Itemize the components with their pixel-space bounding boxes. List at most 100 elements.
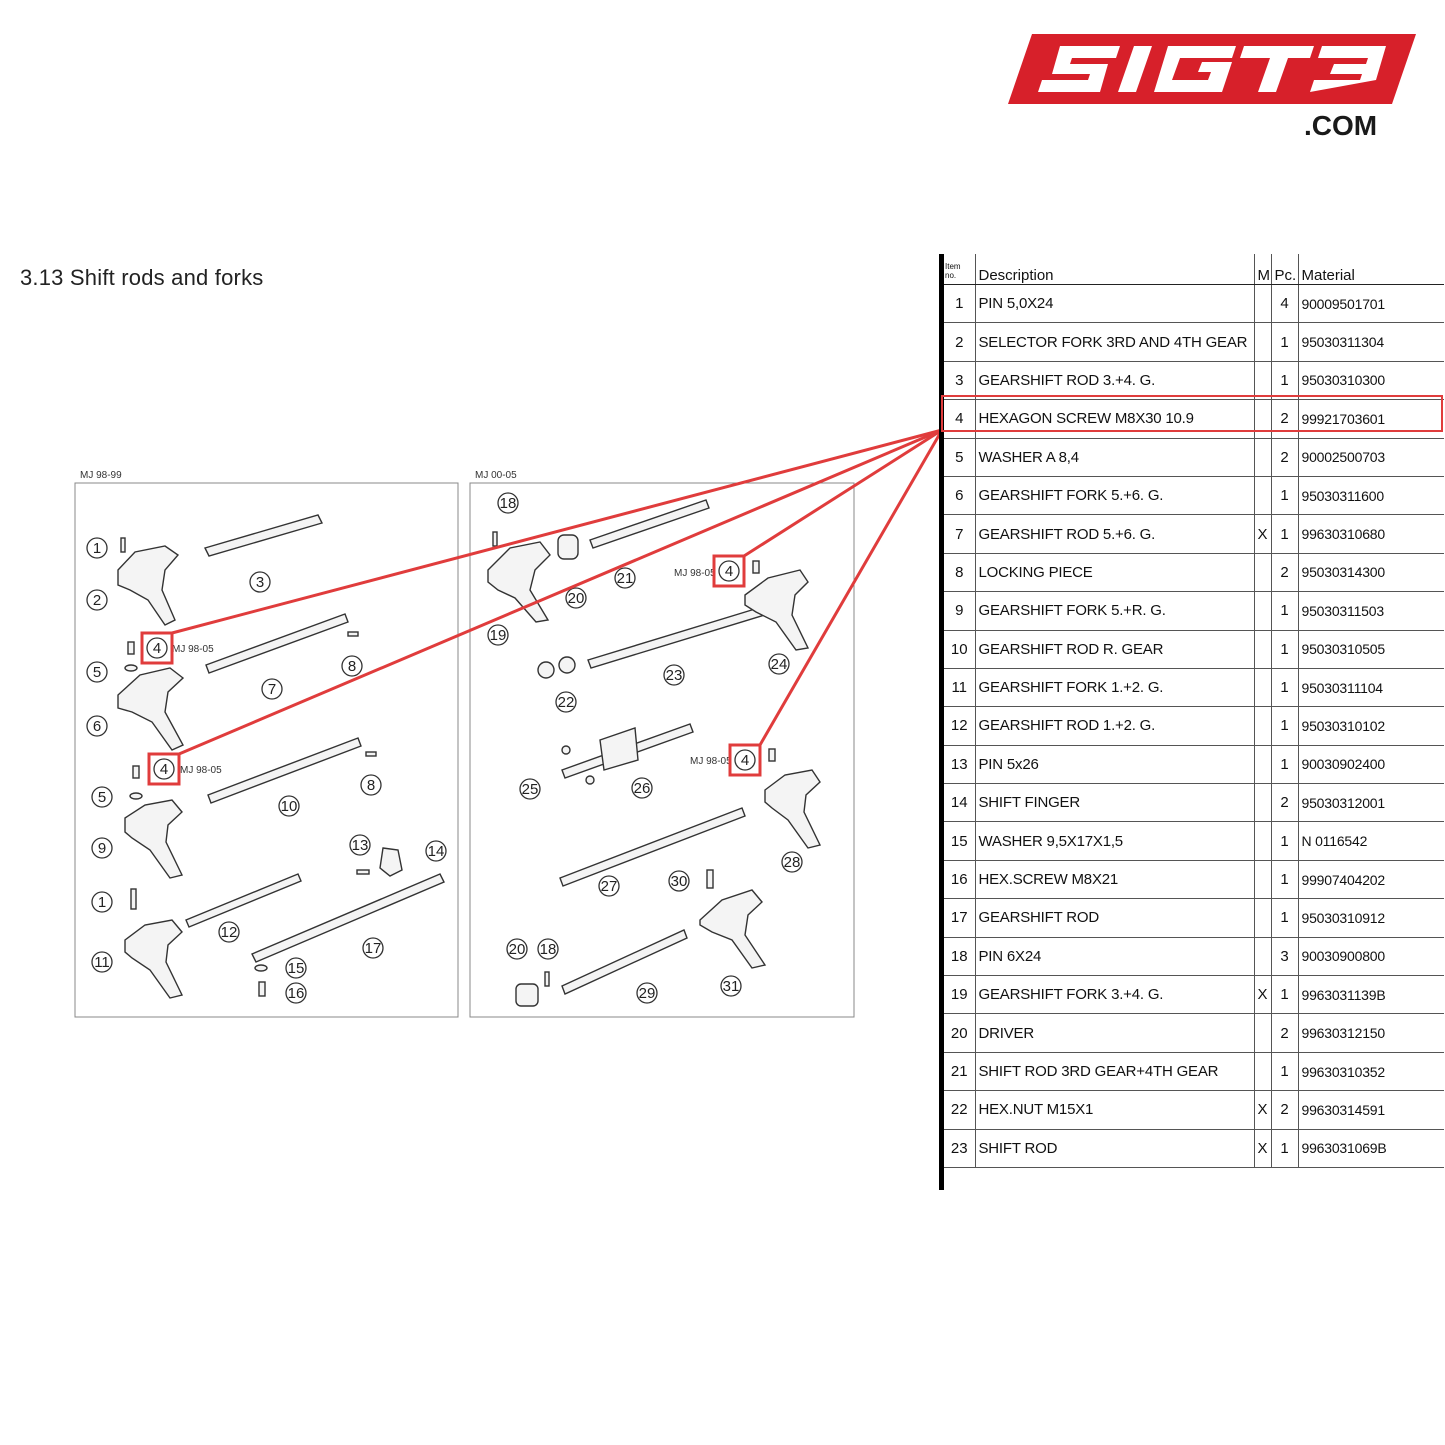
row-material-number: 99630310352 [1298, 1052, 1444, 1092]
callout-number: 5 [98, 789, 106, 806]
part-25 [585, 775, 595, 785]
row-material-number: 95030311104 [1298, 668, 1444, 708]
callout-number: 18 [540, 941, 557, 958]
row-quantity: 2 [1271, 783, 1299, 823]
header-item-no: Item no. [944, 254, 976, 285]
row-m-flag [1254, 630, 1272, 669]
callout-marker: 30 [668, 870, 690, 892]
row-material-number: N 0116542 [1298, 821, 1444, 861]
logo-lettering [1038, 46, 1386, 92]
highlight-box-callout-4 [728, 743, 762, 777]
callout-circle [146, 637, 168, 659]
callout-marker: 6 [86, 715, 108, 737]
panel-mj-00-05 [469, 482, 855, 1018]
callout-number: 17 [365, 940, 382, 957]
row-material-number: 95030314300 [1298, 553, 1444, 593]
callout-marker: 4 [153, 758, 175, 780]
leader-line [742, 428, 944, 558]
row-description: GEARSHIFT ROD 1.+2. G. [975, 706, 1255, 746]
callout-circle [565, 587, 587, 609]
callout-number: 27 [601, 878, 618, 895]
callout-circle [718, 560, 740, 582]
row-material-number: 95030310912 [1298, 898, 1444, 938]
callout-marker: 23 [663, 664, 685, 686]
callout-number: 26 [634, 780, 651, 797]
row-item-no: 9 [944, 591, 976, 631]
callout-marker: 20 [565, 587, 587, 609]
washer-5 [124, 664, 138, 672]
callout-marker: 10 [278, 795, 300, 817]
row-material-number: 99630314591 [1298, 1090, 1444, 1130]
row-description: LOCKING PIECE [975, 553, 1255, 593]
header-description: Description [975, 254, 1255, 285]
row-description: DRIVER [975, 1013, 1255, 1053]
callout-circle [261, 678, 283, 700]
row-description: SHIFT ROD 3RD GEAR+4TH GEAR [975, 1052, 1255, 1092]
row-material-number: 90030900800 [1298, 937, 1444, 977]
callout-circle [425, 840, 447, 862]
row-quantity: 1 [1271, 1052, 1299, 1092]
row-m-flag [1254, 399, 1272, 439]
mj-tag: MJ 98-05 [674, 568, 716, 579]
callout-circle [86, 589, 108, 611]
row-quantity: 1 [1271, 745, 1299, 785]
washer-5 [129, 792, 143, 800]
row-m-flag [1254, 322, 1272, 362]
screw-4 [132, 765, 140, 779]
row-description: GEARSHIFT FORK 5.+6. G. [975, 476, 1255, 516]
row-material-number: 90030902400 [1298, 745, 1444, 785]
callout-number: 4 [160, 761, 168, 778]
callout-marker: 7 [261, 678, 283, 700]
left-panel-parts [117, 514, 445, 999]
pin-18 [492, 531, 498, 547]
callout-marker: 16 [285, 982, 307, 1004]
gearshift-fork-9 [124, 799, 184, 879]
callout-number: 8 [367, 777, 375, 794]
shift-rod-21 [589, 499, 710, 549]
callout-circle [349, 834, 371, 856]
row-m-flag [1254, 668, 1272, 708]
callout-circle [341, 655, 363, 677]
callout-number: 6 [93, 718, 101, 735]
pin-13 [356, 869, 370, 875]
row-m-flag [1254, 361, 1272, 401]
callout-circle [362, 937, 384, 959]
row-m-flag: X [1254, 514, 1272, 554]
row-quantity: 1 [1271, 860, 1299, 900]
row-item-no: 6 [944, 476, 976, 516]
screw-4 [768, 748, 776, 762]
callout-number: 28 [784, 854, 801, 871]
callout-number: 19 [490, 627, 507, 644]
callout-marker: 3 [249, 571, 271, 593]
callout-marker: 29 [636, 982, 658, 1004]
leader-line [177, 428, 944, 756]
row-quantity: 2 [1271, 399, 1299, 439]
callout-marker: 31 [720, 975, 742, 997]
row-item-no: 5 [944, 438, 976, 477]
callout-circle [506, 938, 528, 960]
callout-circle [360, 774, 382, 796]
callout-circle [91, 786, 113, 808]
callout-number: 25 [522, 781, 539, 798]
row-item-no: 23 [944, 1129, 976, 1168]
row-m-flag: X [1254, 975, 1272, 1015]
callout-marker: 14 [425, 840, 447, 862]
callout-circle [781, 851, 803, 873]
callout-marker: 12 [218, 921, 240, 943]
row-description: GEARSHIFT ROD 3.+4. G. [975, 361, 1255, 401]
callout-circle [91, 891, 113, 913]
row-description: GEARSHIFT ROD 5.+6. G. [975, 514, 1255, 554]
callout-number: 7 [268, 681, 276, 698]
gearshift-rod-12 [185, 873, 302, 928]
callout-marker: 13 [349, 834, 371, 856]
